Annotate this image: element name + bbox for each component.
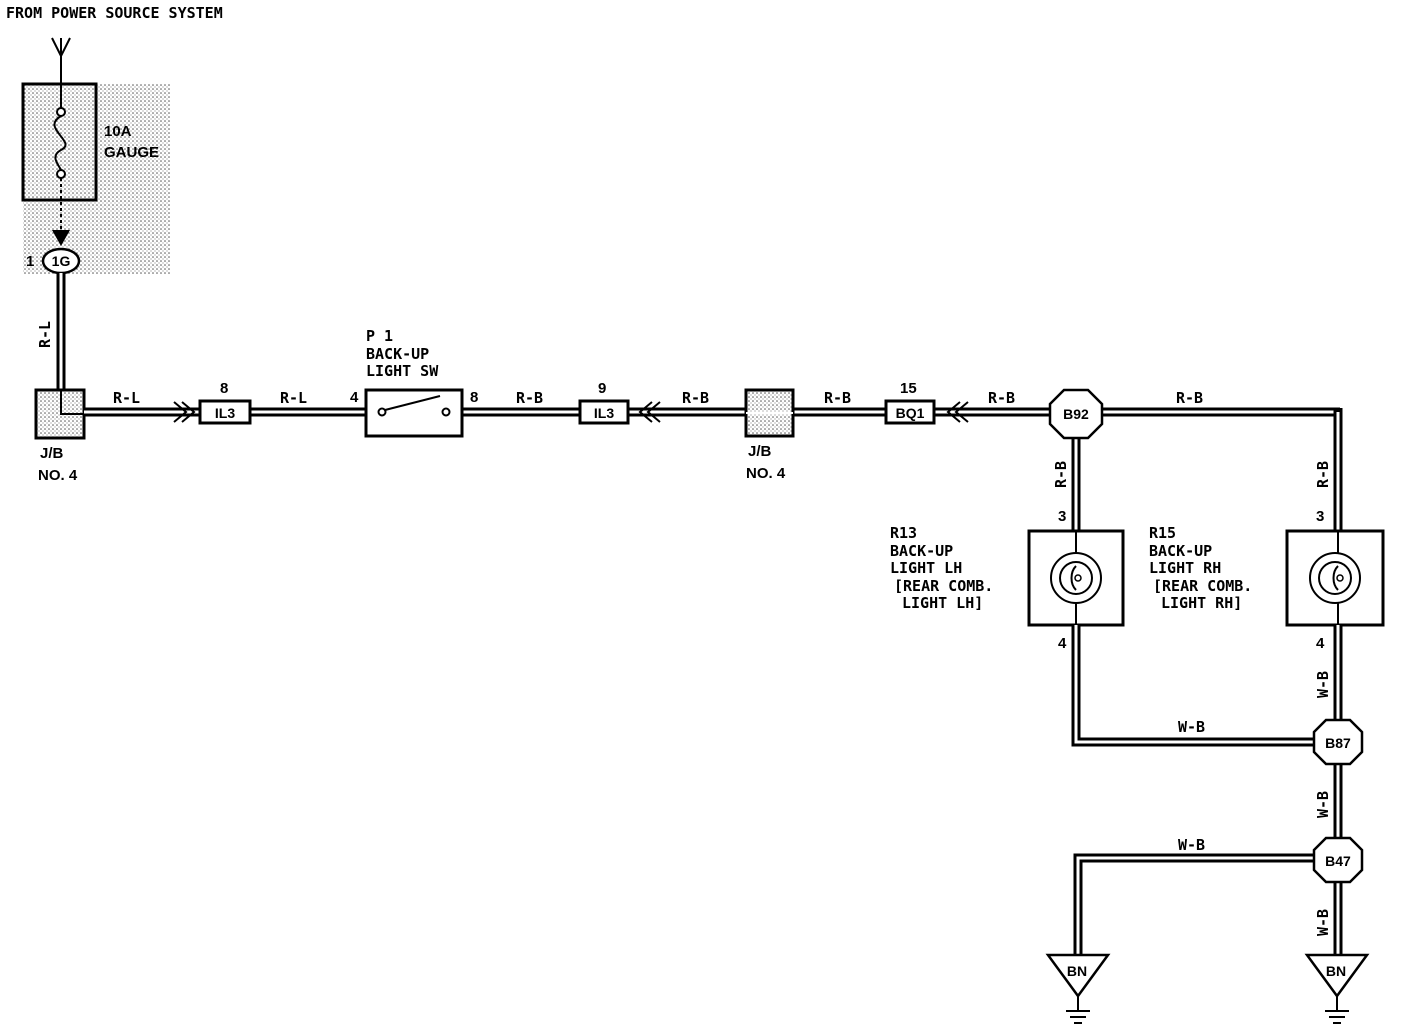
connector-bq1-pin: 15 xyxy=(900,380,917,397)
connector-b92-label: B92 xyxy=(1063,406,1089,422)
ground-left xyxy=(1045,953,1111,1024)
switch-pin-out: 8 xyxy=(470,389,478,406)
bulb-icon xyxy=(1050,531,1102,625)
connector-il3-b-label: IL3 xyxy=(594,405,614,421)
lamp-rh-line3: [REAR COMB. xyxy=(1153,577,1252,595)
ground-icon xyxy=(1325,1010,1349,1024)
wire-color-rb-4: R-B xyxy=(988,389,1015,407)
lamp-lh-line4: LIGHT LH] xyxy=(902,594,983,612)
lamp-lh-pin-bottom: 4 xyxy=(1058,635,1067,652)
jb-right-line2: NO. 4 xyxy=(746,465,786,482)
wire-color-rl-1: R-L xyxy=(113,389,140,407)
switch-id: P 1 xyxy=(366,327,393,345)
junction-block-left-path xyxy=(60,390,84,415)
lamp-lh-pin-top: 3 xyxy=(1058,508,1066,525)
bulb-icon xyxy=(1309,531,1361,625)
lamp-rh-pin-top: 3 xyxy=(1316,508,1324,525)
ground-icon xyxy=(1066,1010,1090,1024)
connector-arrow-icon xyxy=(52,230,70,246)
switch-pin-in: 4 xyxy=(350,389,359,406)
switch-line1: BACK-UP xyxy=(366,345,429,363)
connector-il3-a-label: IL3 xyxy=(215,405,235,421)
lamp-rh-line4: LIGHT RH] xyxy=(1161,594,1242,612)
jb-left-line2: NO. 4 xyxy=(38,467,78,484)
connector-b47-label: B47 xyxy=(1325,853,1351,869)
fuse-box xyxy=(21,82,98,202)
wire-color-rl-2: R-L xyxy=(280,389,307,407)
wire-color-wb-h1: W-B xyxy=(1178,718,1205,736)
connector-1g-pin: 1 xyxy=(26,253,34,270)
wire-color-wb-v2: W-B xyxy=(1314,909,1332,936)
wire-ground-network xyxy=(1071,625,1343,955)
connector-il3-a-pin: 8 xyxy=(220,380,228,397)
fuse-name: GAUGE xyxy=(104,144,159,161)
ground-left-label: BN xyxy=(1067,963,1087,979)
switch-line2: LIGHT SW xyxy=(366,362,439,380)
connector-b87-label: B87 xyxy=(1325,735,1351,751)
lamp-rh-id: R15 xyxy=(1149,524,1176,542)
wire-color-wb-h2: W-B xyxy=(1178,836,1205,854)
connector-b92 xyxy=(1048,388,1104,440)
chevron-icon xyxy=(173,401,969,423)
wire-color-rb-2: R-B xyxy=(682,389,709,407)
wire-color-wb-v1: W-B xyxy=(1314,791,1332,818)
wire-color-wb-rh: W-B xyxy=(1314,671,1332,698)
wire-color-rl-vertical: R-L xyxy=(36,321,54,348)
lamp-lh-id: R13 xyxy=(890,524,917,542)
lamp-rh-pin-bottom: 4 xyxy=(1316,635,1325,652)
wire-color-rb-3: R-B xyxy=(824,389,851,407)
lamp-rh-line1: BACK-UP xyxy=(1149,542,1212,560)
power-source-label: FROM POWER SOURCE SYSTEM xyxy=(6,4,223,22)
jb-right-line1: J/B xyxy=(748,443,772,460)
lamp-rh-line2: LIGHT RH xyxy=(1149,559,1221,577)
power-input-arrow-icon xyxy=(51,37,71,84)
ground-right xyxy=(1304,953,1370,1024)
fuse-icon xyxy=(53,84,67,236)
connector-bq1 xyxy=(884,399,936,425)
wire-color-rb-5: R-B xyxy=(1176,389,1203,407)
connector-b87 xyxy=(1312,718,1364,766)
fuse-rating: 10A xyxy=(104,123,132,140)
wire-color-rb-lh: R-B xyxy=(1052,461,1070,488)
ground-right-label: BN xyxy=(1326,963,1346,979)
switch-icon xyxy=(377,395,451,417)
connector-il3-b-pin: 9 xyxy=(598,380,606,397)
lamp-lh-line3: [REAR COMB. xyxy=(894,577,993,595)
connector-il3-a xyxy=(198,399,252,425)
wire-color-rb-rh: R-B xyxy=(1314,461,1332,488)
wire-main-horizontal xyxy=(84,407,1343,532)
wire-color-rb-1: R-B xyxy=(516,389,543,407)
connector-il3-b xyxy=(578,399,630,425)
lamp-lh-line2: LIGHT LH xyxy=(890,559,962,577)
jb-left-line1: J/B xyxy=(40,445,64,462)
lamp-lh-line1: BACK-UP xyxy=(890,542,953,560)
connector-b47 xyxy=(1312,836,1364,884)
connector-bq1-label: BQ1 xyxy=(896,405,925,421)
connector-1g-label: 1G xyxy=(52,253,71,269)
